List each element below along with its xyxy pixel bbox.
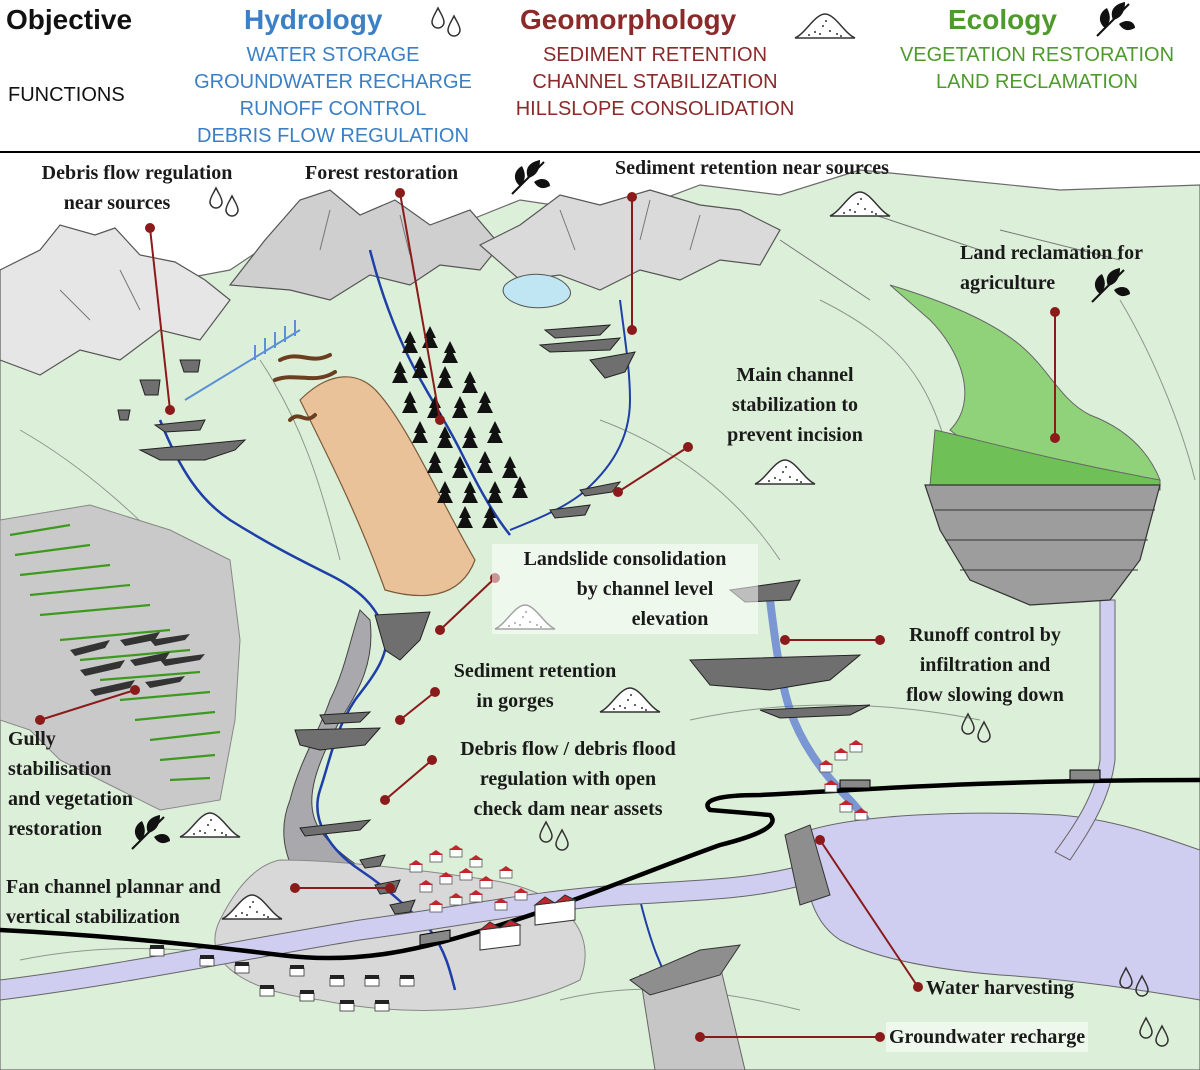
label-runoff-control: Runoff control by infiltration and flow … [906,624,1064,706]
landslide-cracks [273,353,337,422]
label-sediment-near-sources: Sediment retention near sources [615,157,889,179]
ridge-lines [59,199,1121,321]
label-water-harvesting: Water harvesting [926,977,1074,999]
check-dams [117,324,871,915]
label-fan-channel: Fan channel plannar and vertical stabili… [6,876,221,928]
hydrology-function: WATER STORAGE [246,44,420,66]
hydrology-heading: Hydrology [244,4,383,35]
label-gully: Gully stabilisation and vegetation resto… [8,728,133,840]
geomorphology-function: SEDIMENT RETENTION [542,44,768,66]
glacier-lake [502,273,571,309]
landslide-scar [299,376,476,597]
label-main-channel: Main channel stabilization to prevent in… [727,364,863,446]
factory-buildings [478,894,577,951]
hydrology-function: DEBRIS FLOW REGULATION [197,125,469,147]
reclamation-strip [889,284,1161,491]
label-sediment-gorges: Sediment retention in gorges [453,660,617,712]
functions-heading: FUNCTIONS [8,84,125,106]
hydrology-functions: WATER STORAGE GROUNDWATER RECHARGE RUNOF… [168,42,498,150]
reservoir-dam [784,824,831,906]
geomorphology-function: HILLSLOPE CONSOLIDATION [515,98,795,120]
mountain-range-right [478,189,781,291]
geomorphology-functions: SEDIMENT RETENTION CHANNEL STABILIZATION… [490,42,820,123]
leaf-icon [1096,1,1136,37]
mountain-range-left [0,224,231,376]
ecology-heading: Ecology [948,4,1057,35]
hydrology-function: RUNOFF CONTROL [239,98,427,120]
label-land-reclamation: Land reclamation for agriculture [960,242,1143,294]
reclamation-platform-top [929,429,1161,491]
geomorphology-function: CHANNEL STABILIZATION [532,71,778,93]
leaf-icon [511,159,551,195]
source-gully [184,320,301,401]
hydrology-function: GROUNDWATER RECHARGE [194,71,472,93]
bridges [419,769,1101,946]
mountain-range-center [228,189,501,301]
water-drops-icon [431,7,461,37]
reclamation-wall-lines [935,509,1155,571]
objective-heading: Objective [6,4,133,35]
sediment-pile-icon [794,13,856,39]
callout-lines [39,192,1056,1038]
label-forest-restoration: Forest restoration [305,162,459,184]
ecology-functions: VEGETATION RESTORATION LAND RECLAMATION [872,42,1200,96]
ecology-function: VEGETATION RESTORATION [899,44,1175,66]
alluvial-fan [214,859,586,1011]
recharge-dam [629,944,742,996]
label-debris-near-sources: Debris flow regulation near sources [41,162,233,214]
road [0,777,1200,961]
label-landslide: Landslide consolidation by channel level… [492,544,758,634]
reservoir-lake [805,812,1200,1001]
gully-check-dams [70,632,205,696]
label-debris-open-dam: Debris flow / debris flood regulation wi… [460,738,676,820]
ecology-function: LAND RECLAMATION [936,71,1138,93]
gully-vegetation-rows [9,523,221,782]
label-groundwater-recharge: Groundwater recharge [886,1022,1089,1052]
gully-slope [0,504,241,811]
reclamation-wall [924,484,1161,606]
geomorphology-heading: Geomorphology [520,4,737,35]
